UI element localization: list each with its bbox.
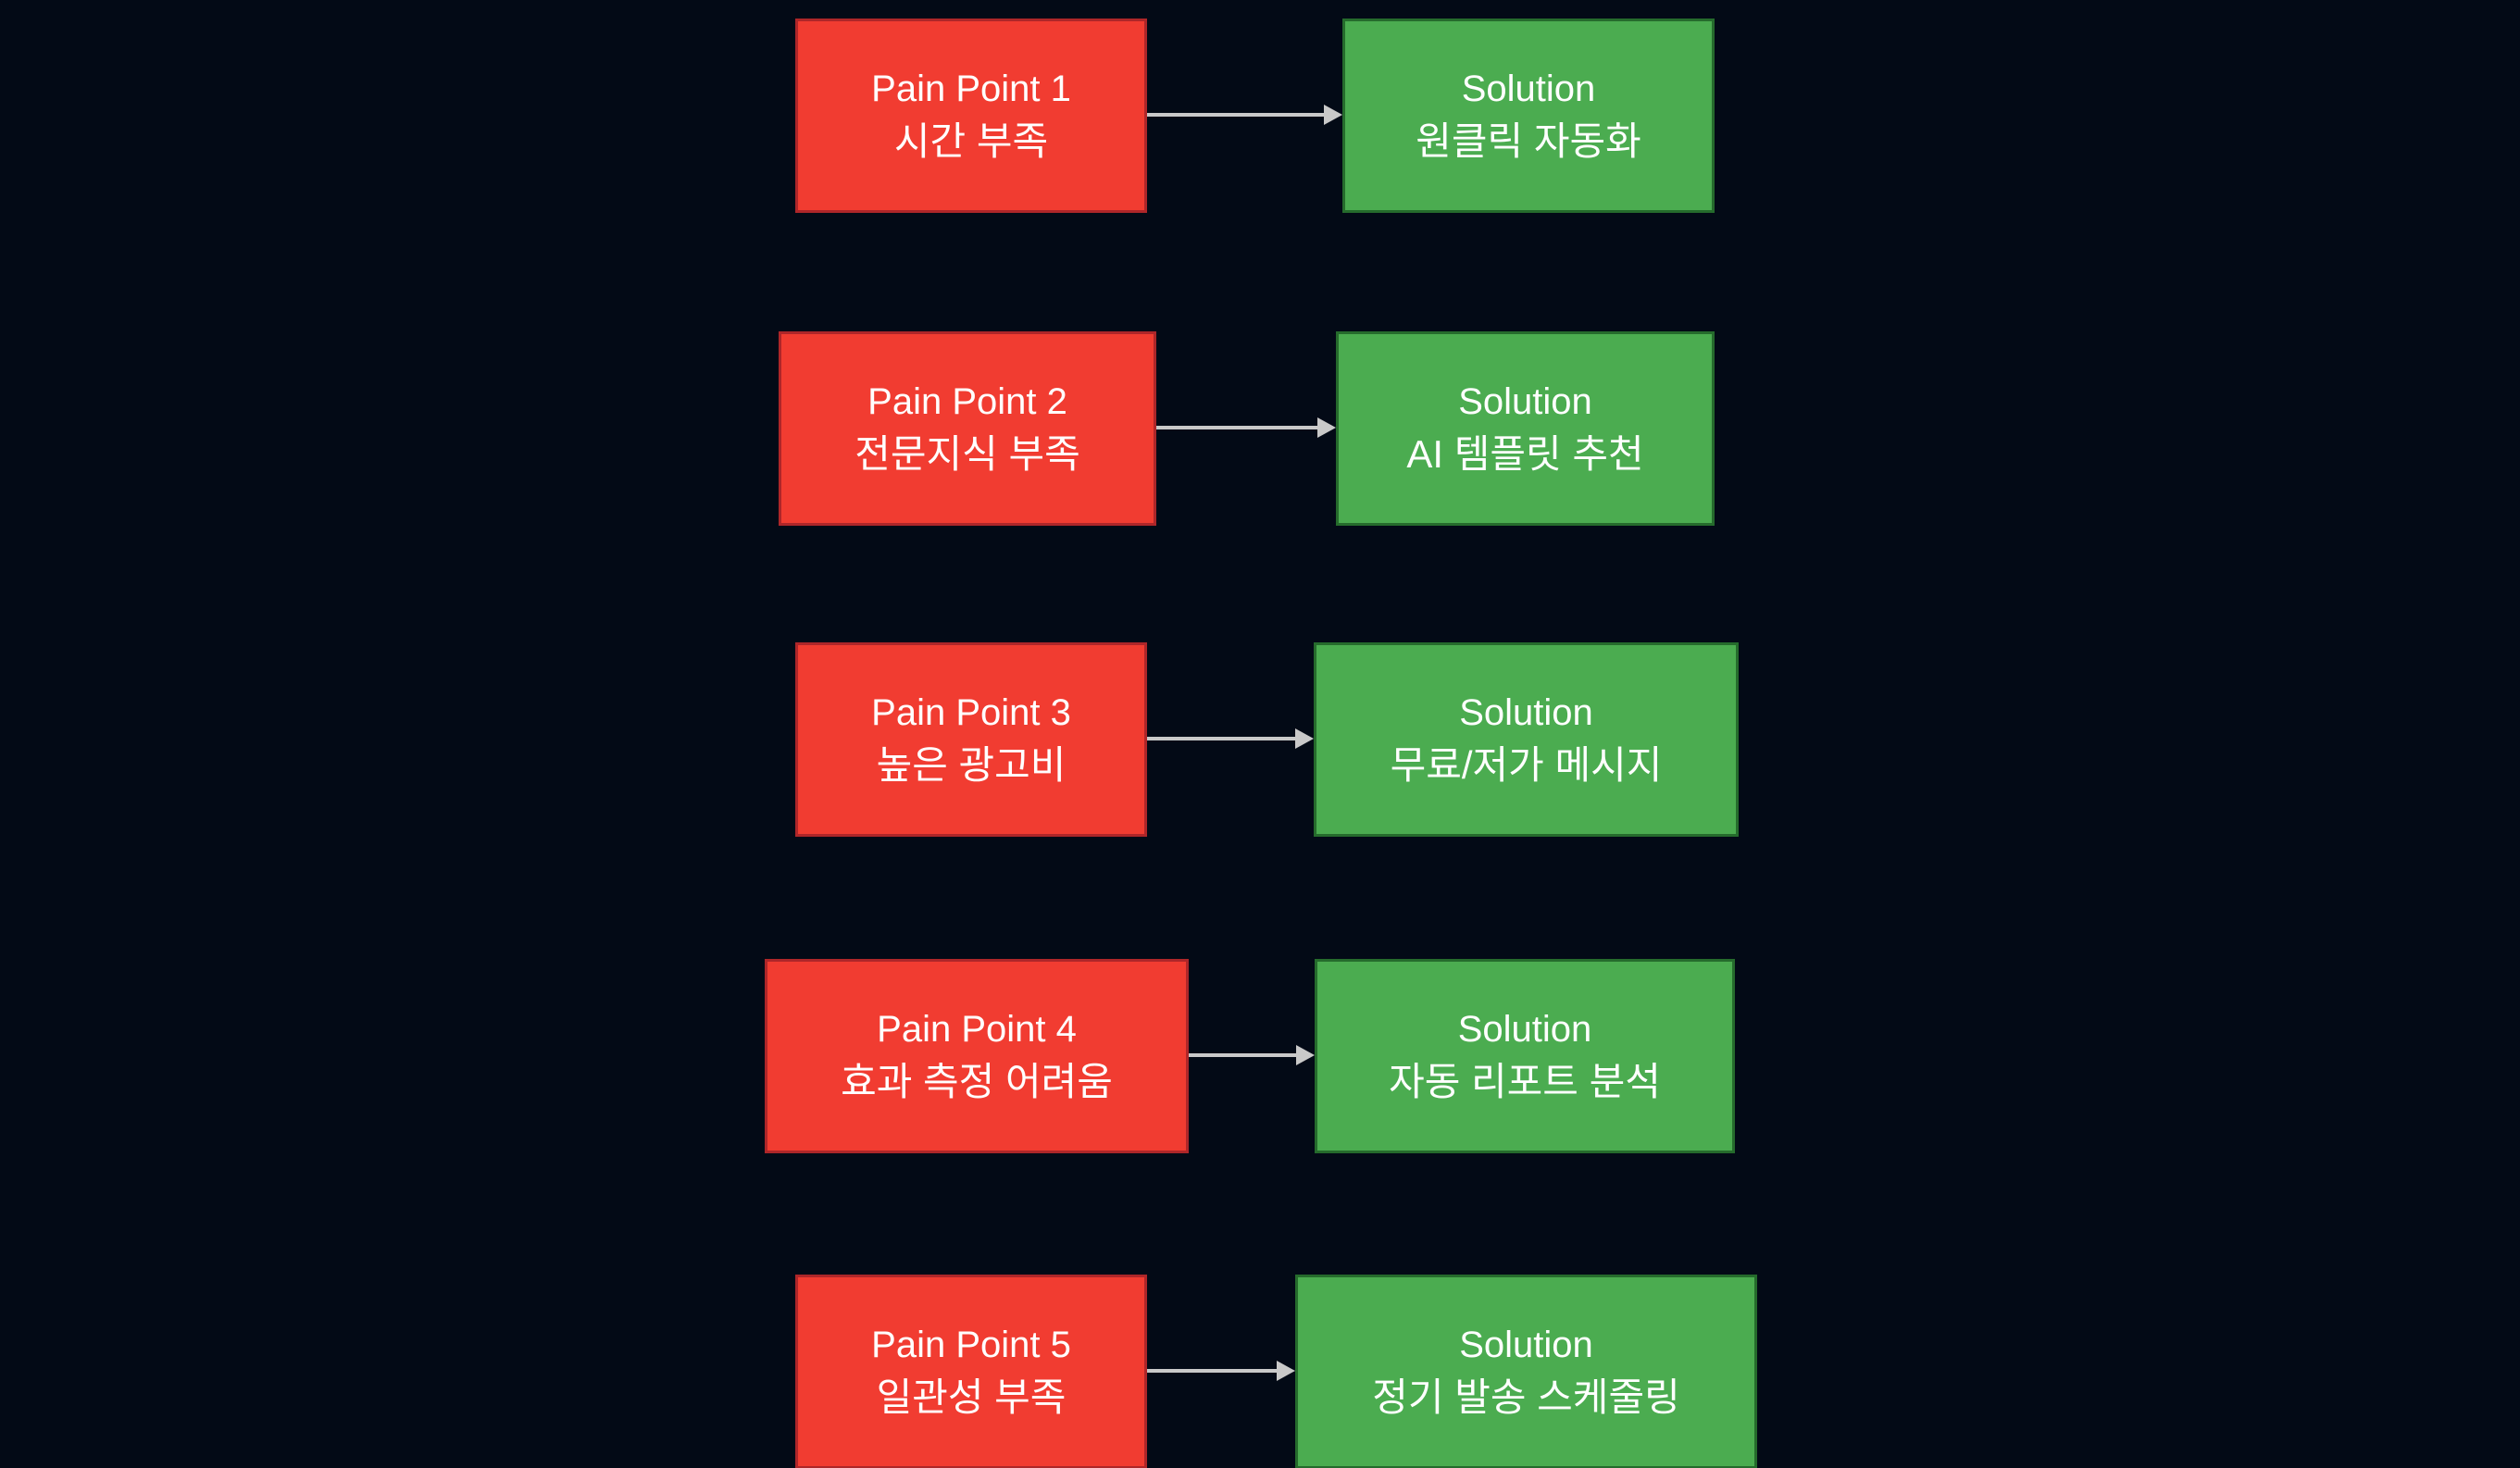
solution-title: Solution [1459, 692, 1593, 733]
solution-subtitle: 원클릭 자동화 [1416, 119, 1641, 163]
arrow-shaft [1147, 113, 1326, 117]
solution-title: Solution [1461, 68, 1596, 109]
arrow-connector [1189, 1045, 1315, 1065]
arrow-connector [1156, 417, 1336, 438]
pain-point-subtitle: 일관성 부족 [876, 1375, 1067, 1419]
solution-box-4: Solution 자동 리포트 분석 [1315, 959, 1735, 1153]
pain-point-subtitle: 시간 부족 [893, 119, 1049, 163]
arrow-connector [1147, 105, 1342, 125]
pain-point-box-5: Pain Point 5 일관성 부족 [795, 1275, 1147, 1468]
solution-box-2: Solution AI 템플릿 추천 [1336, 331, 1715, 526]
arrow-head-icon [1295, 728, 1314, 749]
solution-subtitle: 무료/저가 메시지 [1390, 743, 1663, 787]
arrow-head-icon [1324, 105, 1342, 125]
pain-point-subtitle: 전문지식 부족 [855, 432, 1080, 476]
pain-point-title: Pain Point 2 [867, 381, 1067, 422]
pain-point-subtitle: 높은 광고비 [876, 743, 1067, 787]
arrow-shaft [1156, 426, 1319, 429]
pain-point-title: Pain Point 3 [871, 692, 1071, 733]
solution-subtitle: AI 템플릿 추천 [1406, 432, 1644, 476]
pain-point-title: Pain Point 1 [871, 68, 1071, 109]
arrow-connector [1147, 1361, 1295, 1381]
solution-box-5: Solution 정기 발송 스케줄링 [1295, 1275, 1757, 1468]
arrow-head-icon [1317, 417, 1336, 438]
pain-point-box-4: Pain Point 4 효과 측정 어려움 [765, 959, 1189, 1153]
arrow-shaft [1189, 1053, 1298, 1057]
pain-point-box-2: Pain Point 2 전문지식 부족 [779, 331, 1156, 526]
solution-box-1: Solution 원클릭 자동화 [1342, 19, 1715, 213]
solution-box-3: Solution 무료/저가 메시지 [1314, 642, 1739, 837]
pain-point-box-3: Pain Point 3 높은 광고비 [795, 642, 1147, 837]
arrow-shaft [1147, 737, 1297, 740]
solution-title: Solution [1459, 1325, 1593, 1365]
solution-title: Solution [1457, 1009, 1592, 1050]
pain-point-box-1: Pain Point 1 시간 부족 [795, 19, 1147, 213]
arrow-head-icon [1277, 1361, 1295, 1381]
solution-subtitle: 자동 리포트 분석 [1389, 1060, 1661, 1103]
arrow-shaft [1147, 1369, 1279, 1373]
solution-subtitle: 정기 발송 스케줄링 [1372, 1375, 1680, 1419]
pain-point-title: Pain Point 4 [877, 1009, 1077, 1050]
pain-point-subtitle: 효과 측정 어려움 [841, 1060, 1113, 1103]
arrow-connector [1147, 728, 1314, 749]
arrow-head-icon [1296, 1045, 1315, 1065]
solution-title: Solution [1458, 381, 1592, 422]
pain-point-title: Pain Point 5 [871, 1325, 1071, 1365]
